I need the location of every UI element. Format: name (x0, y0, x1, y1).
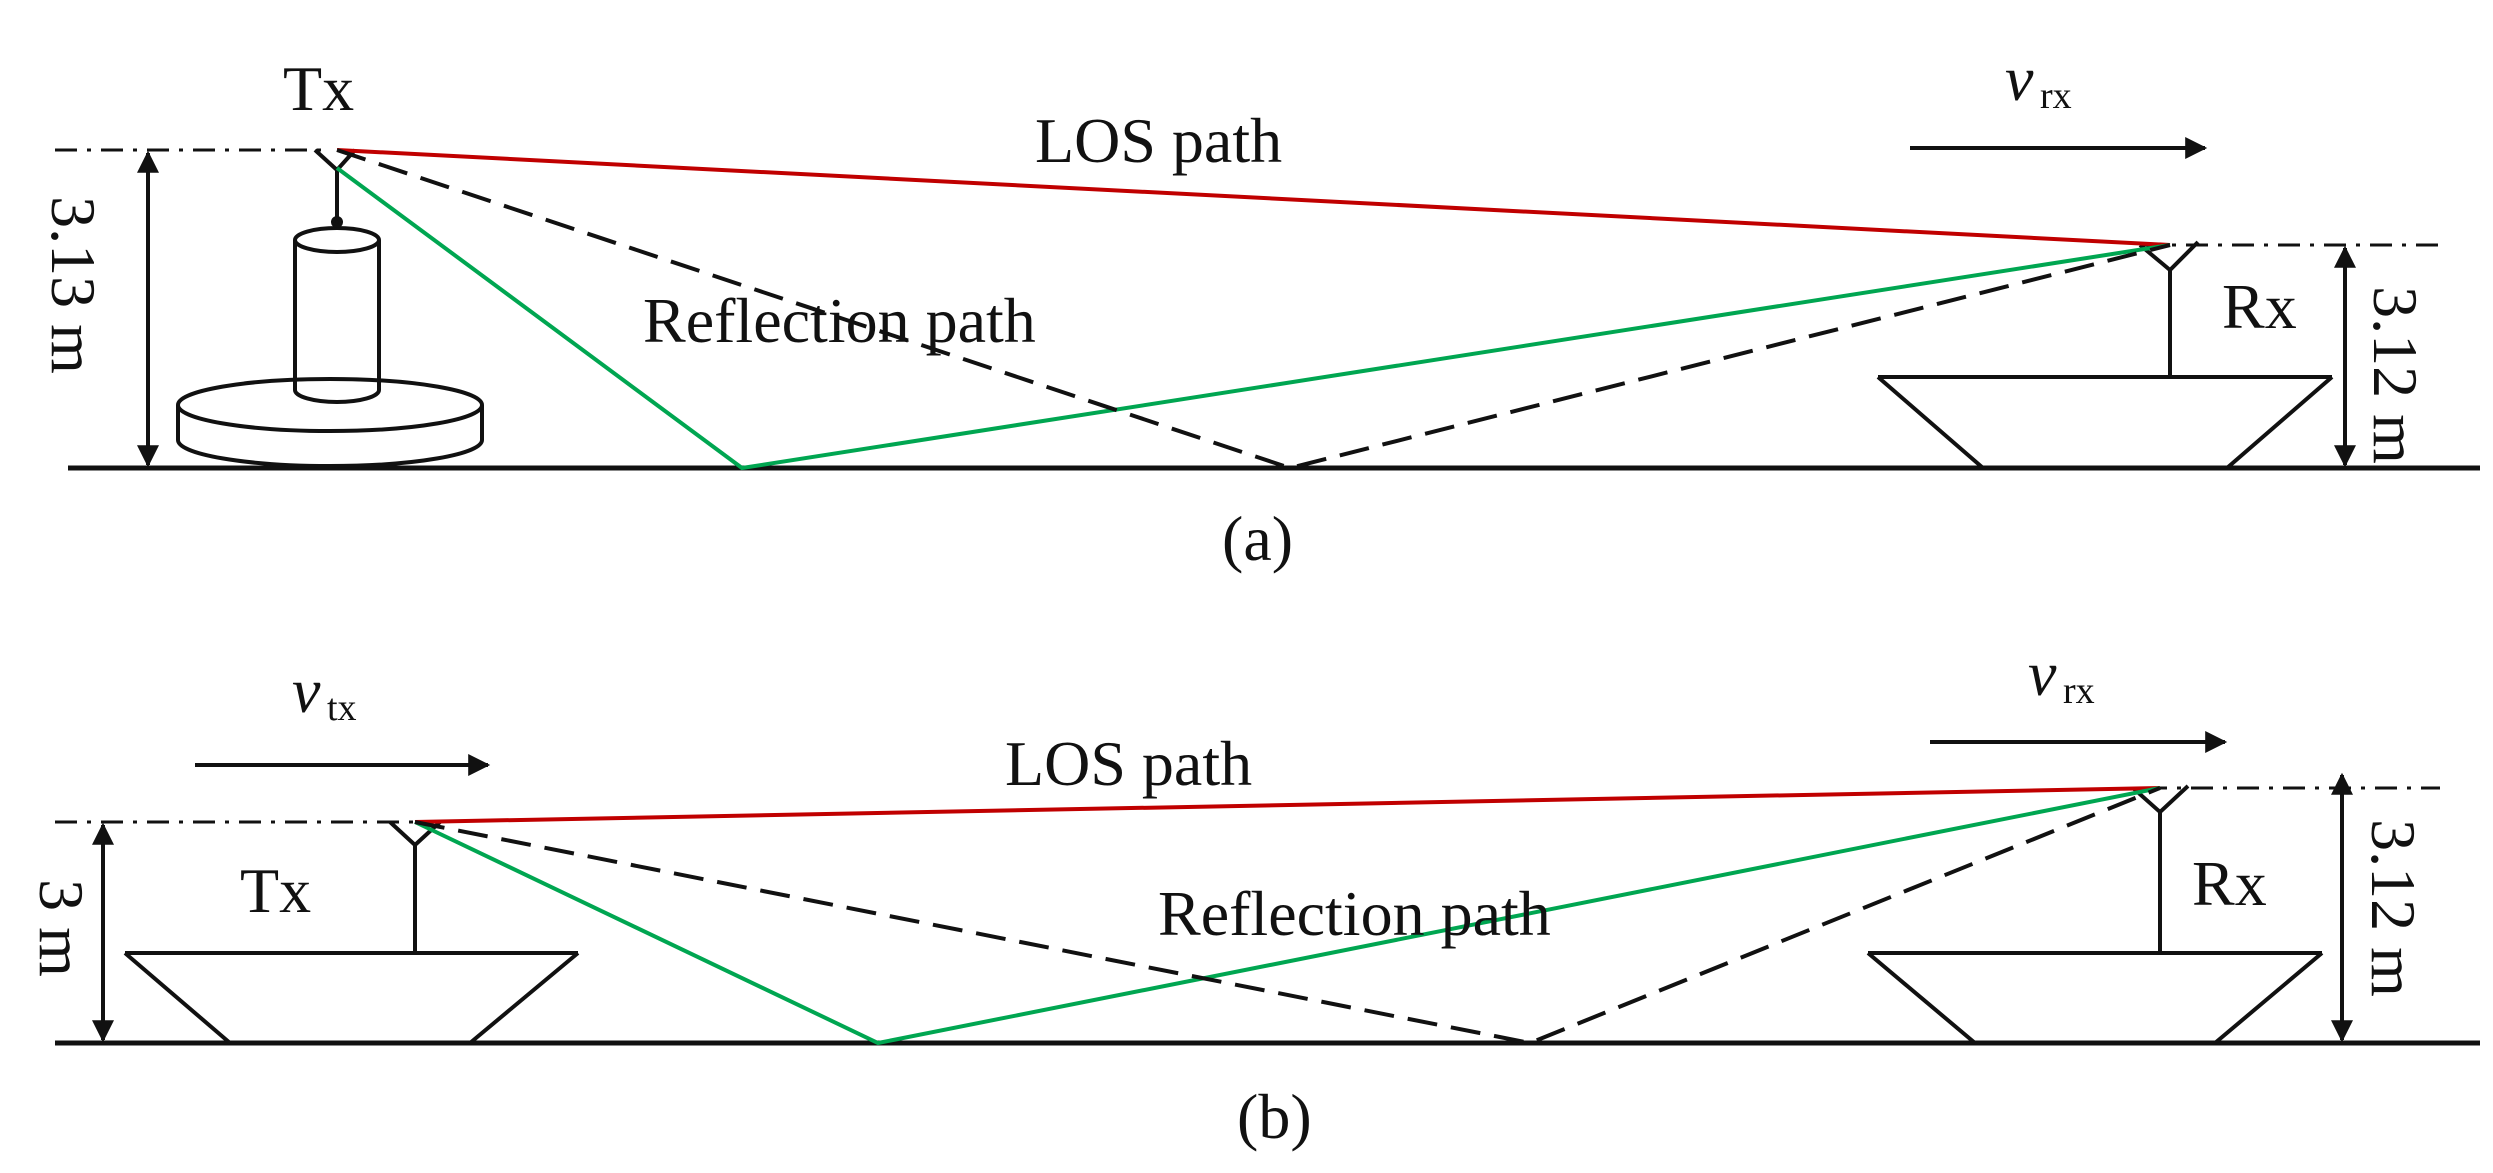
reflection-path-dashed-a (336, 148, 2171, 471)
velocity-subscript-a: rx (2040, 75, 2072, 117)
tx-fixed-mount-icon (176, 168, 484, 468)
rx-velocity-subscript-b: rx (2063, 670, 2095, 712)
panel-b: Tx Rx LOS path Reflection path (b) 3 m 3… (26, 638, 2480, 1152)
reflection-path-dashed-b (414, 786, 2161, 1046)
caption-a: (a) (1222, 503, 1293, 574)
reflection-path-solid-a (335, 166, 2171, 471)
panel-a: Tx Rx LOS path Reflection path (a) 3.13 … (38, 43, 2480, 574)
rx-velocity-label-b: v rx (2028, 638, 2095, 712)
los-path-a (336, 148, 2171, 247)
rx-velocity-label-a: v rx (2005, 43, 2072, 117)
tx-label-b: Tx (240, 855, 311, 926)
los-path-label-a: LOS path (1035, 105, 1282, 176)
rx-height-label-b: 3.12 m (2358, 819, 2429, 997)
tx-velocity-symbol-b: v (292, 655, 321, 726)
reflection-path-label-a: Reflection path (643, 285, 1036, 356)
rx-velocity-symbol-b: v (2028, 638, 2057, 709)
reflection-path-label-b: Reflection path (1158, 878, 1551, 949)
tx-height-label-b: 3 m (26, 879, 97, 977)
reflection-path-solid-b (414, 786, 2161, 1046)
rx-vehicle-icon-a (1876, 240, 2334, 470)
velocity-symbol-a: v (2005, 43, 2034, 114)
rx-vehicle-icon-b (1866, 784, 2324, 1045)
rx-label-a: Rx (2222, 271, 2297, 342)
tx-velocity-label-b: v tx (292, 655, 357, 729)
rx-label-b: Rx (2192, 848, 2267, 919)
los-path-label-b: LOS path (1005, 728, 1252, 799)
tx-velocity-subscript-b: tx (327, 687, 357, 729)
tx-vehicle-icon-b (123, 820, 580, 1045)
tx-label-a: Tx (283, 53, 354, 124)
los-path-b (414, 786, 2161, 824)
rx-height-label-a: 3.12 m (2360, 286, 2431, 464)
tx-height-label-a: 3.13 m (38, 196, 109, 374)
caption-b: (b) (1237, 1081, 1312, 1152)
